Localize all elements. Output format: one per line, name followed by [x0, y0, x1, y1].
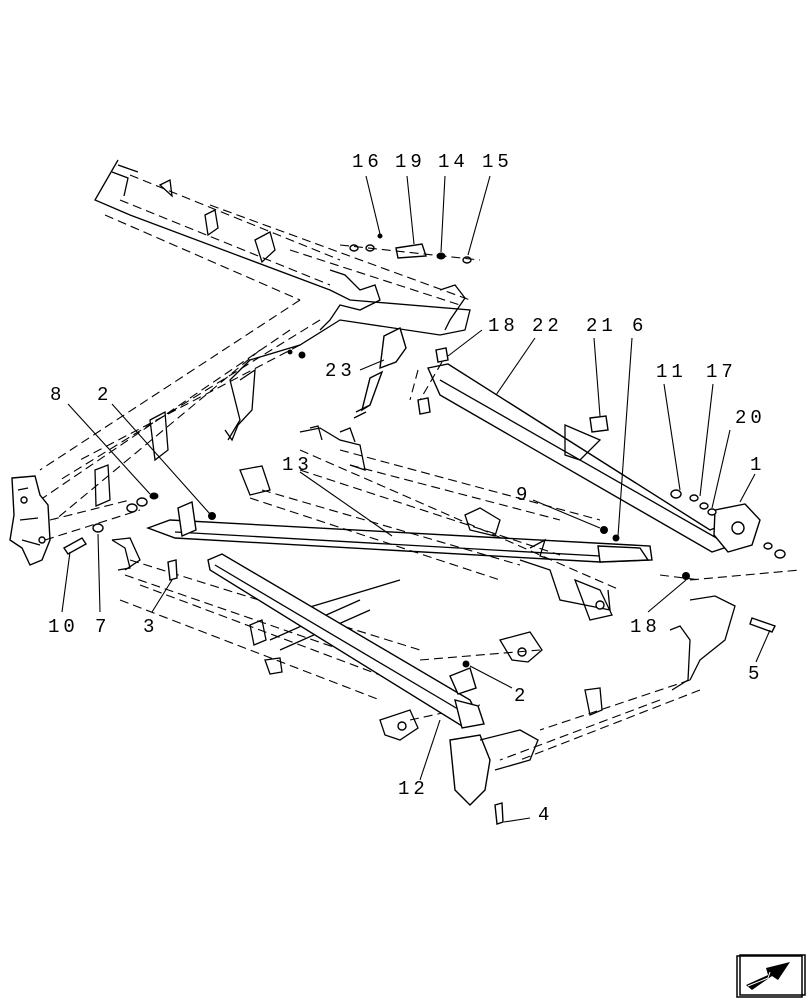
callout-19: 19: [395, 151, 426, 173]
cross-bar-13: [145, 500, 653, 563]
callout-18-top: 18: [488, 315, 519, 337]
callout-4: 4: [538, 804, 553, 826]
callout-21: 21: [586, 315, 617, 337]
callout-17: 17: [706, 361, 737, 383]
callout-9: 9: [516, 484, 531, 506]
callout-11: 11: [656, 361, 687, 383]
callout-labels: 16 19 14 15 18 22 21 6 23 11 17 20 1 8 2…: [48, 151, 766, 826]
support-23: [353, 327, 407, 419]
callout-5: 5: [748, 663, 763, 685]
callout-2-bottom: 2: [514, 685, 529, 707]
callout-2-left: 2: [97, 384, 112, 406]
callout-22: 22: [532, 315, 563, 337]
callout-23: 23: [325, 360, 356, 382]
left-hardware: [62, 492, 216, 555]
right-pivot-hardware: [600, 489, 801, 581]
bolt-3: [111, 539, 178, 581]
callout-8: 8: [50, 384, 65, 406]
callout-12: 12: [398, 778, 429, 800]
callout-10: 10: [48, 616, 79, 638]
top-pin-hardware: [339, 233, 481, 264]
callout-15: 15: [482, 151, 513, 173]
next-page-arrow-icon[interactable]: [736, 954, 806, 998]
lower-bar-12: [207, 553, 485, 729]
callout-1: 1: [750, 454, 765, 476]
left-hinge-bracket: [9, 464, 141, 566]
callout-7: 7: [95, 616, 110, 638]
callout-18-bottom: 18: [630, 616, 661, 638]
callout-14: 14: [438, 151, 469, 173]
leader-lines: [61, 175, 771, 823]
callout-3: 3: [143, 616, 158, 638]
callout-6: 6: [632, 315, 647, 337]
long-arm-22: [409, 347, 743, 553]
callout-16: 16: [352, 151, 383, 173]
upper-frame-section: [39, 159, 471, 521]
callout-13: 13: [282, 454, 313, 476]
central-frame: [239, 425, 621, 621]
right-lower-bracket: [449, 595, 776, 825]
callout-20: 20: [735, 407, 766, 429]
